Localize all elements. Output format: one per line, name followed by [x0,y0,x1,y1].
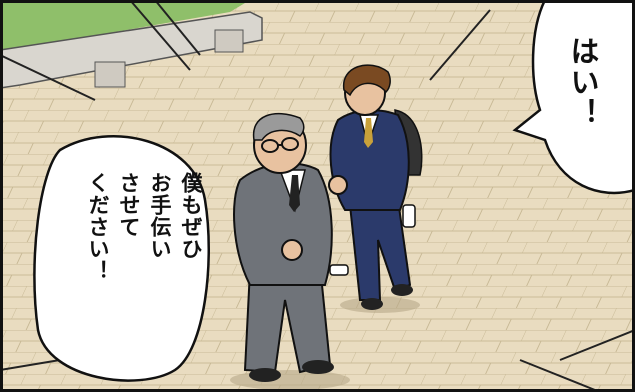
tie [289,175,300,212]
bench [0,11,263,89]
speech-bubble-right-text: はい！ [566,36,600,129]
bench-leg [214,29,244,53]
glasses [261,137,299,153]
tie [364,118,373,148]
fist [281,239,303,261]
right-shoe [302,360,334,374]
older-businessman [230,112,350,390]
rolled-paper [329,264,349,276]
brown-hair [343,64,391,97]
speech-bubble-left-text: 僕もぜひ お手伝い させて ください！ [86,172,203,282]
gray-suit-jacket [233,162,333,286]
right-shoe [391,284,413,296]
speech-bubble-right [512,0,635,195]
bench-leg [94,61,126,88]
left-shoe [249,368,281,382]
gray-hair [252,112,305,141]
speech-bubble-left [33,135,210,382]
fist [328,175,348,195]
grass-patch [0,0,250,50]
young-businessman [328,64,423,313]
left-shoe [361,298,383,310]
rolled-paper [402,204,416,228]
navy-suit-legs [348,198,412,301]
shadow [230,370,350,390]
